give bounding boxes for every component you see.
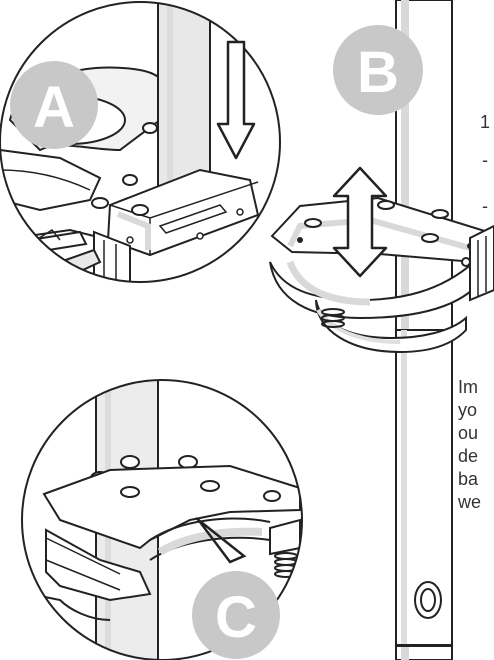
svg-text:A: A — [33, 75, 75, 140]
cut-mark-1: 1 — [480, 112, 491, 132]
svg-text:C: C — [215, 585, 257, 650]
spring — [321, 308, 345, 328]
clamp-lower-jaw — [315, 299, 467, 354]
main-view: B — [269, 0, 494, 660]
side-text-block: Im yo ou de ba we — [458, 376, 481, 514]
inset-a: A — [0, 1, 281, 283]
label-b: B — [333, 25, 423, 115]
cut-mark-3: - — [482, 196, 488, 216]
arrow-updown-icon — [332, 166, 388, 278]
arrow-down-icon — [216, 40, 256, 160]
side-text-line: ba — [458, 469, 479, 489]
cut-mark-2: - — [482, 150, 488, 170]
side-text-line: yo — [458, 400, 478, 420]
pole-hole — [414, 581, 442, 619]
svg-text:B: B — [357, 40, 399, 105]
side-text-line: we — [458, 492, 482, 512]
inset-c: C — [21, 379, 303, 660]
side-text-line: ou — [458, 423, 479, 443]
side-text-line: de — [458, 446, 479, 466]
clamp-plate-c — [42, 464, 301, 550]
side-text-line: Im — [458, 377, 478, 397]
label-a: A — [10, 61, 98, 149]
label-c: C — [192, 571, 280, 659]
spring-wire — [195, 517, 247, 564]
